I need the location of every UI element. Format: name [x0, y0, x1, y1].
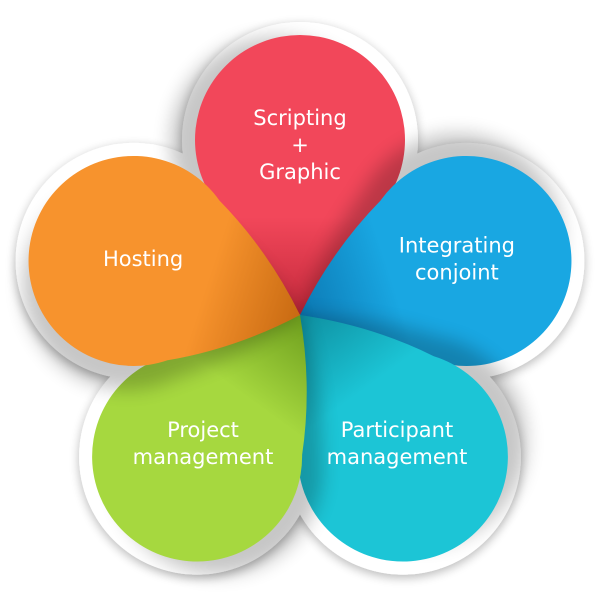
petal-label-line: conjoint	[415, 261, 499, 285]
petal-label-line: Integrating	[399, 234, 515, 258]
petal-label-integrating-conjoint: Integrating conjoint	[399, 234, 515, 285]
petal-shape-participant-management	[293, 315, 508, 562]
petal-label-hosting: Hosting	[103, 247, 183, 271]
petal-label-line: Scripting	[253, 106, 346, 130]
petal-label-line: Participant	[341, 418, 453, 442]
petal-label-line: Project	[167, 418, 239, 442]
petal-shape-integrating-conjoint	[300, 155, 572, 366]
petal-label-line: Graphic	[259, 160, 341, 184]
petal-layer	[15, 22, 585, 575]
petal-participant-management	[293, 315, 527, 562]
petal-label-line: Hosting	[103, 247, 183, 271]
petal-label-scripting-graphic: Scripting + Graphic	[253, 106, 346, 184]
petal-label-line: management	[327, 445, 468, 469]
petal-hosting	[22, 155, 300, 390]
petal-label-line: +	[291, 133, 309, 157]
petal-label-line: management	[133, 445, 274, 469]
petal-label-participant-management: Participant management	[327, 418, 468, 469]
petal-label-project-management: Project management	[133, 418, 274, 469]
petal-shape-hosting	[28, 155, 300, 366]
petal-integrating-conjoint	[300, 133, 572, 366]
